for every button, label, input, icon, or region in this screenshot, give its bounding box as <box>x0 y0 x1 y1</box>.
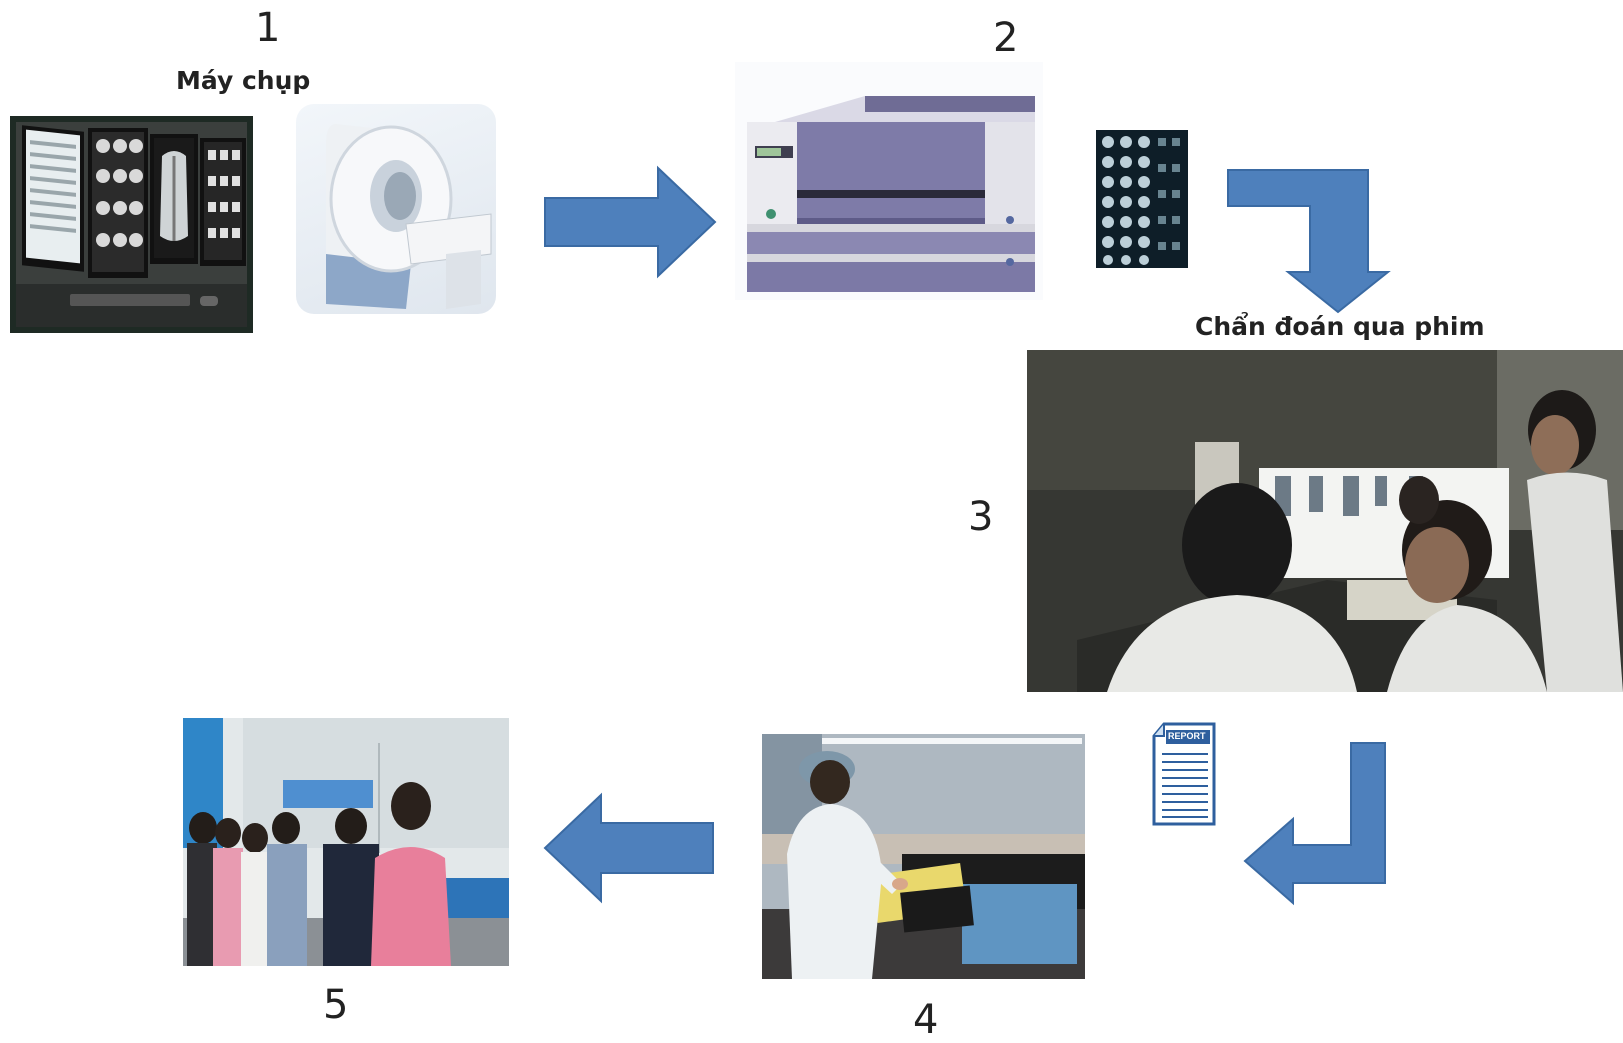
arrow-right-1-to-2 <box>544 165 717 279</box>
film-handover-photo <box>762 734 1085 979</box>
ct-scanner-image <box>296 104 496 314</box>
workstation-monitors-image <box>10 116 253 333</box>
step-5-number: 5 <box>323 982 349 1028</box>
step-4-number: 4 <box>913 997 939 1043</box>
film-printer-image <box>735 62 1043 300</box>
step-3-caption: Chẩn đoán qua phim <box>1195 312 1485 341</box>
arrow-corner-3-to-4 <box>1243 742 1386 906</box>
step-2-number: 2 <box>993 15 1019 61</box>
result-pickup-photo <box>183 718 509 966</box>
step-3-number: 3 <box>968 494 994 540</box>
arrow-corner-2-to-3 <box>1227 169 1391 314</box>
report-document-icon: REPORT <box>1152 722 1216 826</box>
step-1-number: 1 <box>255 5 281 51</box>
report-icon-label: REPORT <box>1168 731 1206 741</box>
step-1-caption: Máy chụp <box>176 66 311 95</box>
arrow-left-4-to-5 <box>543 792 714 904</box>
printed-films-image <box>1096 130 1188 268</box>
film-diagnosis-photo <box>1027 350 1623 692</box>
